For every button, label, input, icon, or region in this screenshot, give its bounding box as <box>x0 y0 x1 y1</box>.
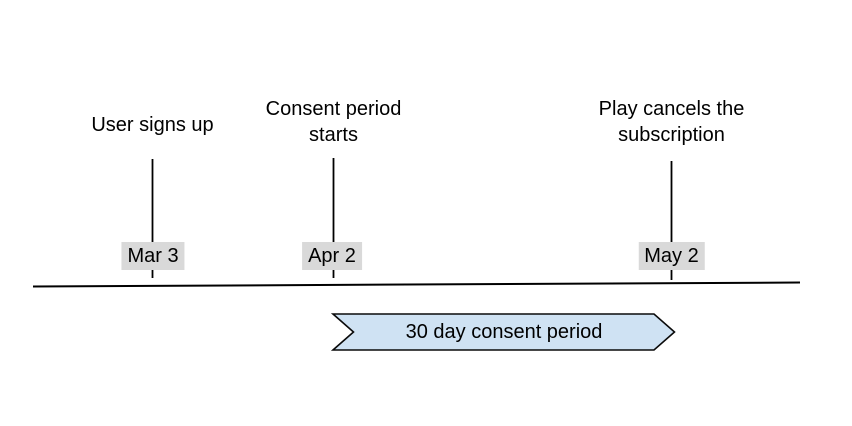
consent-period-chevron-shape <box>330 313 676 351</box>
consent-period-banner-label: 30 day consent period <box>405 320 603 343</box>
event-label-play-cancels-subscription: Play cancels the subscription <box>598 98 745 146</box>
event-label-user-signs-up: User signs up <box>91 114 214 136</box>
date-chip-mar-3: Mar 3 <box>121 242 185 270</box>
date-chip-may-2: May 2 <box>638 242 705 270</box>
date-chip-apr-2: Apr 2 <box>302 242 362 270</box>
event-label-consent-period-starts: Consent period starts <box>265 98 402 146</box>
timeline-axis-line <box>32 281 801 288</box>
